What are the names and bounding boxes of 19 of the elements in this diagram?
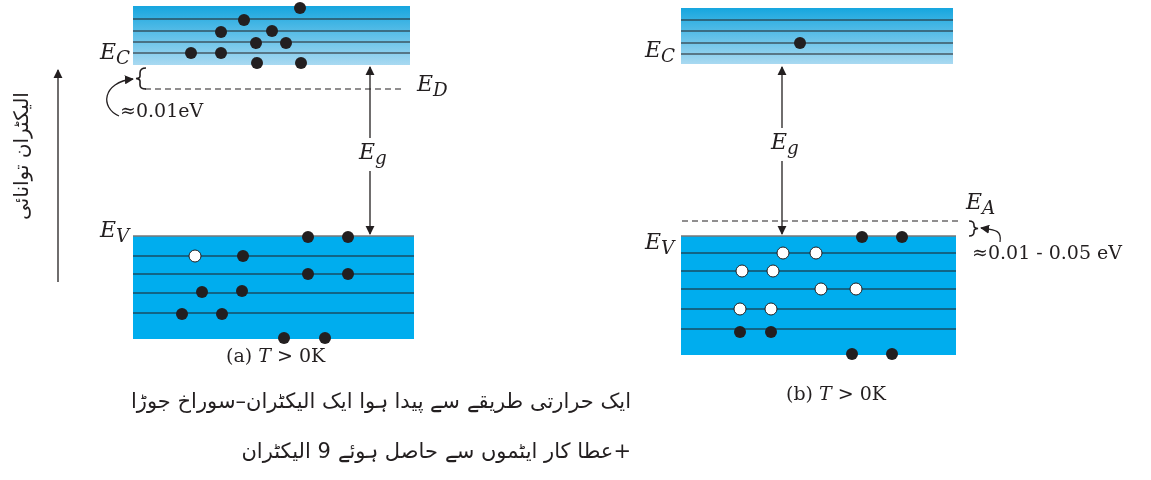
panel-caption: (a) T > 0K xyxy=(226,345,326,366)
energy-value-text: ≈0.01 - 0.05 eV xyxy=(972,242,1123,263)
leader-line xyxy=(980,224,1001,243)
energy-gap-label: E$_{g}$ xyxy=(771,128,799,161)
caption-text: +عطا کار ایٹموں سے حاصل ہوئے 9 الیکٹران xyxy=(241,440,631,464)
panel-caption: (b) T > 0K xyxy=(786,383,886,404)
energy-level-label: E$_{V}$ xyxy=(100,218,130,247)
axis-label: الیکٹران توانائی xyxy=(9,92,32,220)
energy-level-label: E$_{D}$ xyxy=(417,72,448,101)
leader-line xyxy=(106,75,134,117)
brace-mark xyxy=(135,67,147,90)
energy-level-label: E$_{A}$ xyxy=(966,190,996,219)
energy-level-label: E$_{C}$ xyxy=(645,38,676,67)
energy-gap-label: E$_{g}$ xyxy=(359,138,387,171)
energy-value-text: ≈0.01eV xyxy=(120,100,204,121)
caption-text: ایک حرارتی طریقے سے پیدا ہوا ایک الیکٹران–سوراخ جوڑا xyxy=(131,390,631,414)
brace-mark xyxy=(968,220,979,237)
energy-level-label: E$_{C}$ xyxy=(100,40,131,69)
energy-level-label: E$_{V}$ xyxy=(645,230,675,259)
